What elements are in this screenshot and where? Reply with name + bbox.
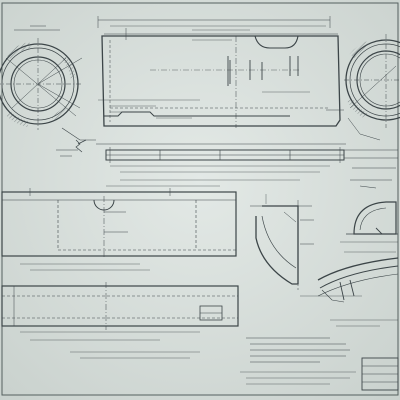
title-block bbox=[240, 357, 399, 391]
curved-rail-detail bbox=[300, 257, 399, 327]
panel-plan-lower bbox=[1, 282, 239, 359]
ink bbox=[0, 16, 400, 391]
dome-cap-detail bbox=[340, 201, 398, 253]
left-ring-end-view bbox=[0, 25, 96, 157]
panel-plan-upper bbox=[1, 188, 237, 271]
general-notes bbox=[246, 337, 350, 363]
shell-side-view bbox=[97, 16, 344, 128]
long-strip-detail bbox=[96, 143, 346, 187]
curved-bracket-detail bbox=[250, 194, 314, 290]
right-ring-end-view bbox=[344, 34, 400, 189]
